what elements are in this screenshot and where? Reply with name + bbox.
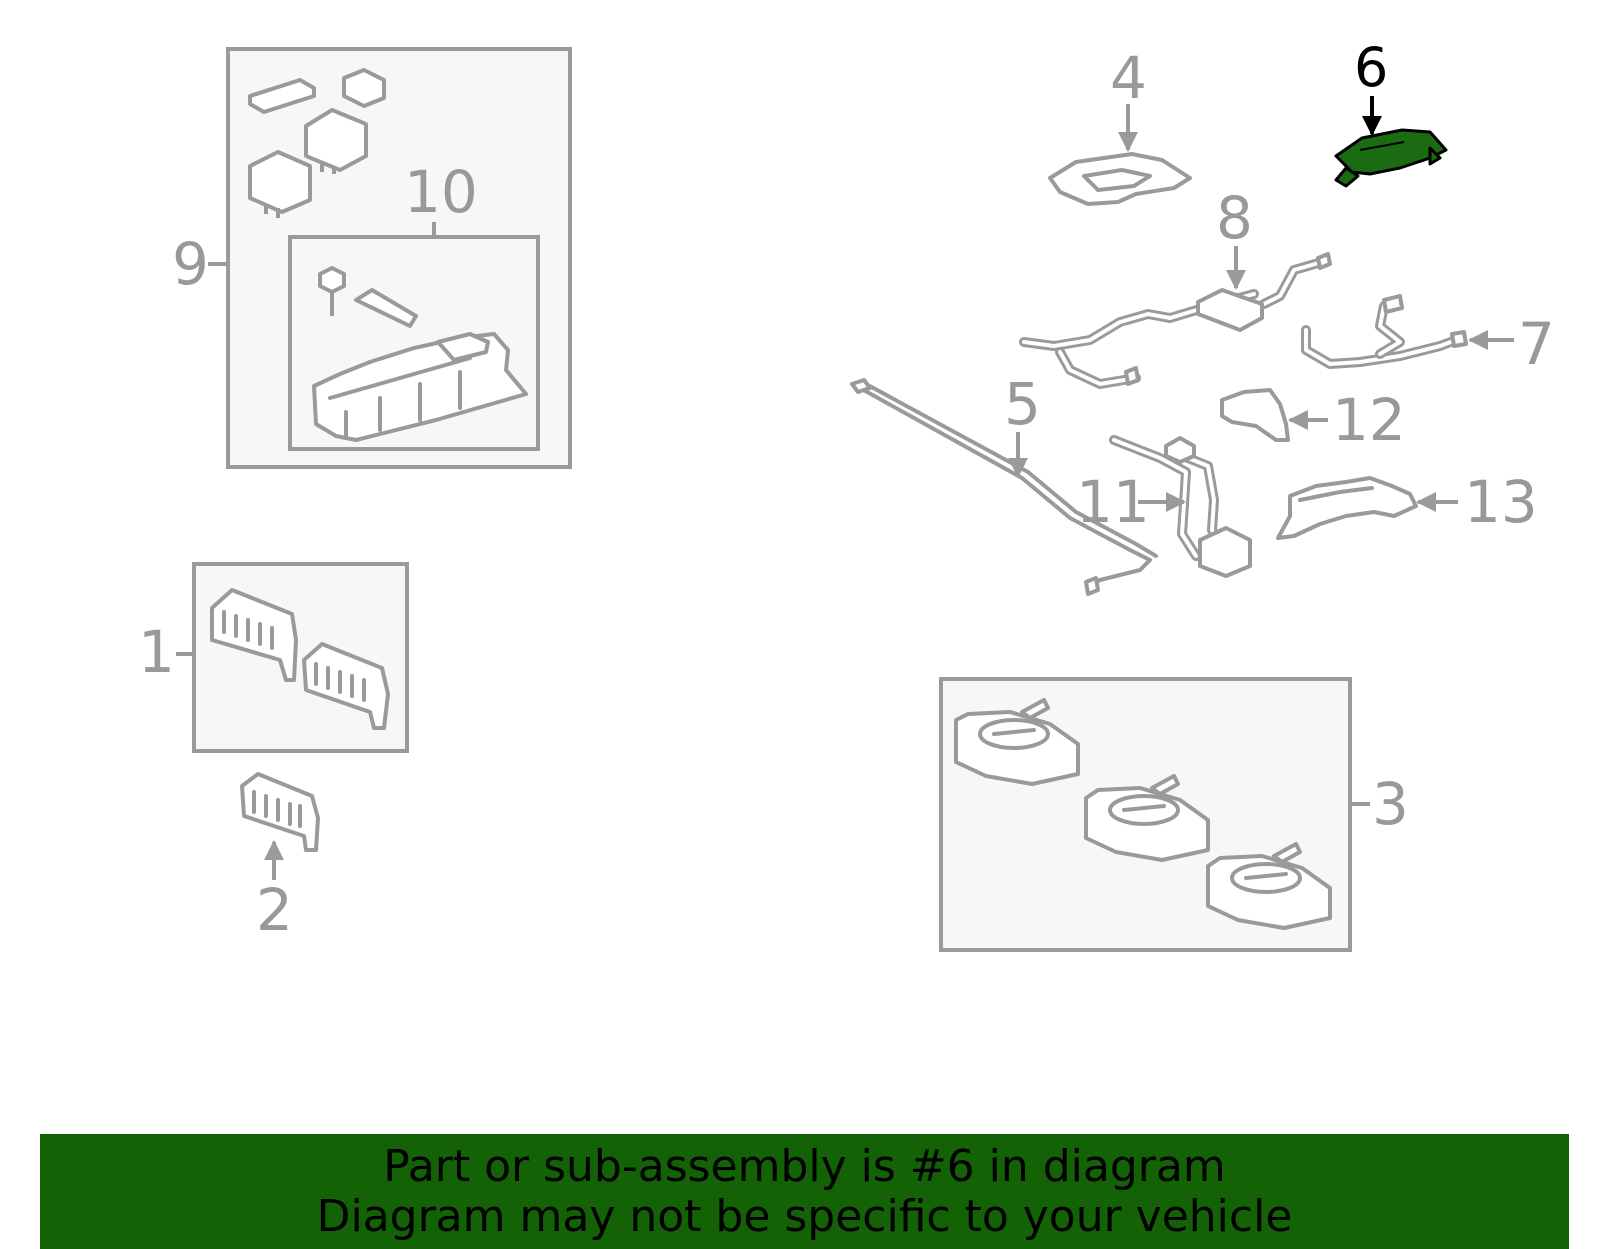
blower-group-3[interactable] — [939, 677, 1370, 952]
highlighted-part-6[interactable] — [1334, 96, 1448, 188]
label-3: 3 — [1372, 770, 1409, 838]
label-1: 1 — [138, 618, 175, 686]
label-8: 8 — [1216, 184, 1253, 252]
harness-part-8[interactable] — [1019, 246, 1332, 389]
banner-line-2: Diagram may not be specific to your vehi… — [316, 1191, 1293, 1242]
relay-box-group-9[interactable] — [208, 47, 572, 469]
fuse-part-2[interactable] — [240, 772, 320, 880]
harness-part-11[interactable] — [1109, 435, 1252, 578]
bracket-part-4[interactable] — [1048, 104, 1192, 206]
harness-part-7[interactable] — [1301, 294, 1514, 369]
banner-line-1: Part or sub-assembly is #6 in diagram — [383, 1141, 1226, 1192]
label-2: 2 — [256, 876, 293, 944]
label-9: 9 — [172, 230, 209, 298]
sensor-part-12[interactable] — [1220, 388, 1328, 442]
label-12: 12 — [1332, 386, 1406, 454]
label-5: 5 — [1004, 370, 1041, 438]
info-banner: Part or sub-assembly is #6 in diagram Di… — [40, 1134, 1569, 1249]
cable-part-5[interactable] — [850, 378, 1158, 596]
label-7: 7 — [1518, 310, 1555, 378]
fuse-block-group-10[interactable] — [288, 222, 540, 451]
label-4: 4 — [1110, 44, 1147, 112]
label-11: 11 — [1076, 468, 1150, 536]
label-6: 6 — [1354, 36, 1388, 99]
label-10: 10 — [404, 158, 478, 226]
bracket-part-13[interactable] — [1276, 476, 1458, 540]
label-13: 13 — [1464, 468, 1538, 536]
fuse-set-group-1[interactable] — [176, 562, 409, 753]
